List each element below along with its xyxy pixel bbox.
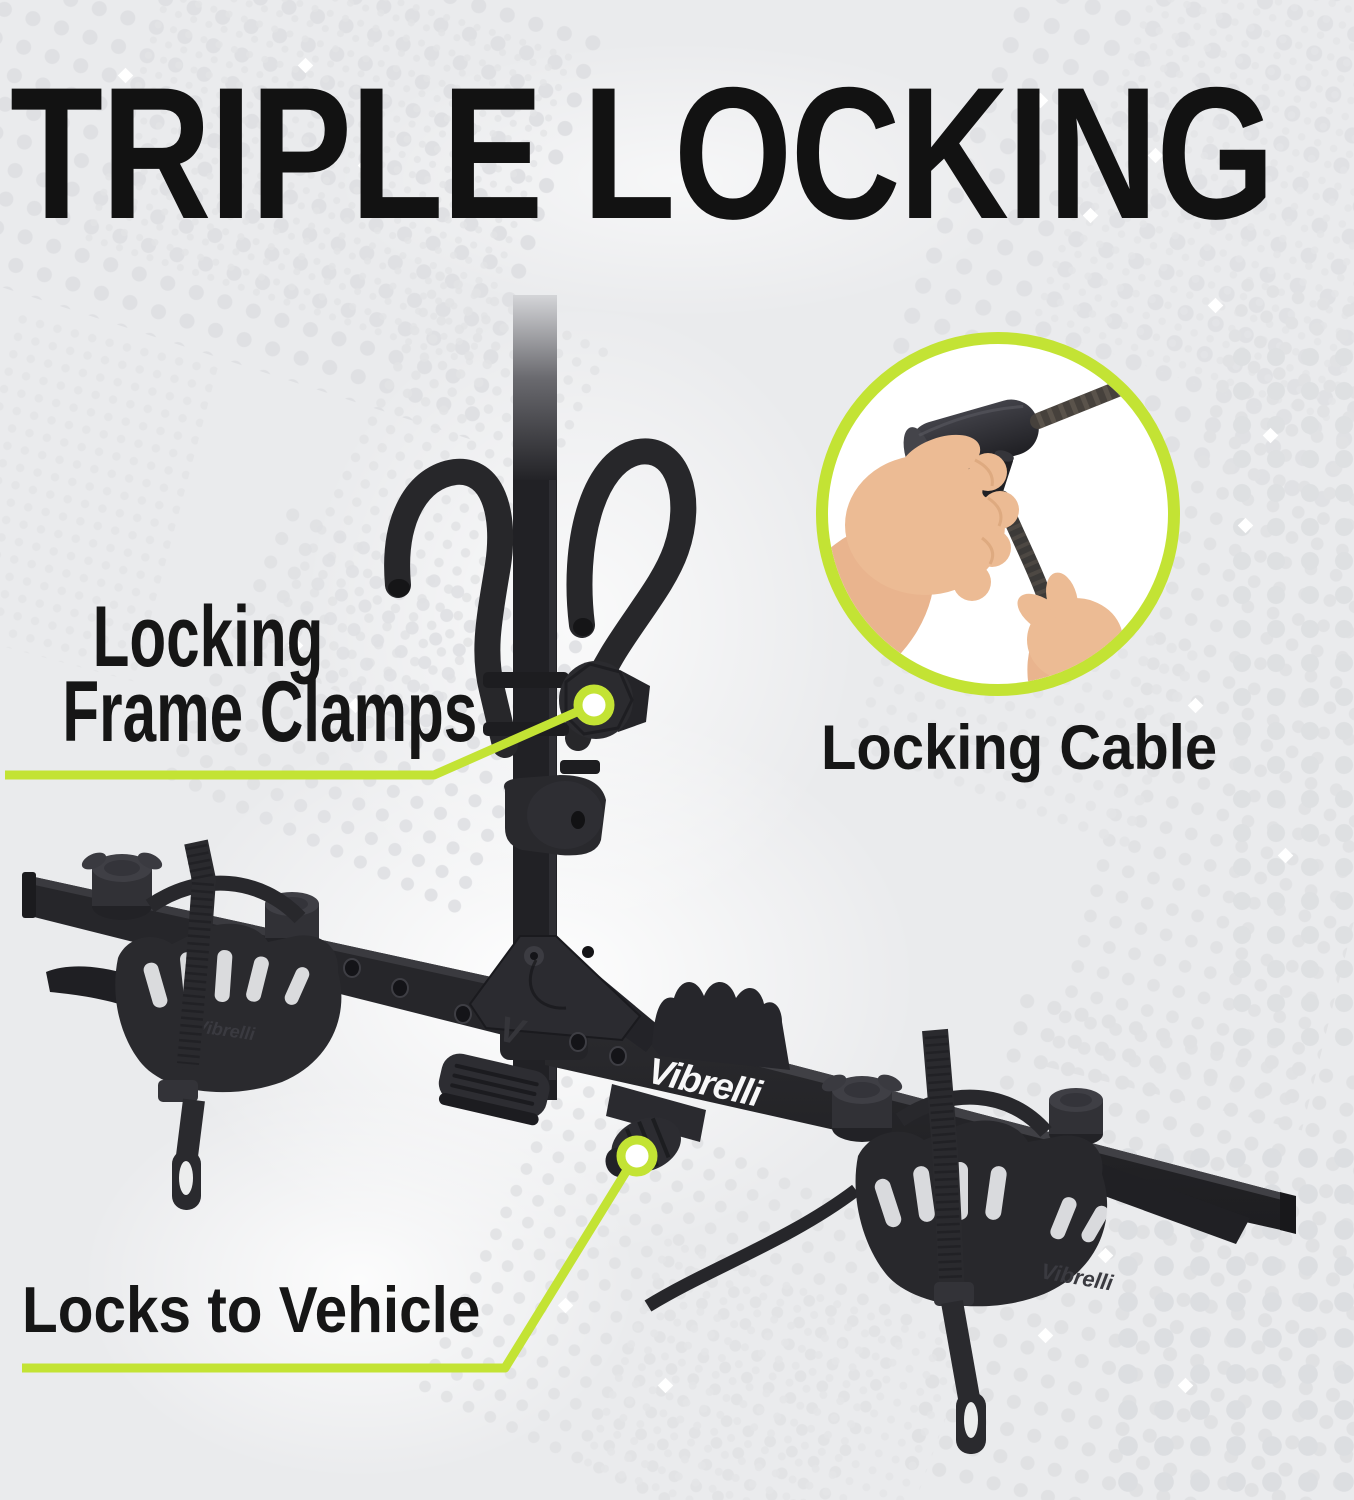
- right-hook-arm: [565, 438, 697, 751]
- hanging-strap: [176, 1098, 205, 1158]
- wheel-cradle-bowl: [115, 923, 342, 1093]
- callout-marker-locks-to-vehicle: [616, 1135, 658, 1177]
- right-thumb: [1017, 593, 1067, 635]
- left-hook-arm: [384, 458, 518, 758]
- left-thumb: [899, 434, 981, 486]
- wheel-strap: [922, 1028, 965, 1293]
- wheel-cradle-crest: [652, 981, 790, 1070]
- callout-line-frame-clamps: [5, 702, 590, 780]
- callout-marker-frame-clamps: [573, 684, 615, 726]
- tray-fin: [1088, 1162, 1250, 1244]
- callout-line-locks-to-vehicle: [22, 1159, 636, 1373]
- strap-buckle: [934, 1282, 974, 1306]
- hanging-strap: [941, 1300, 980, 1400]
- ratchet-knob: [821, 1074, 903, 1142]
- frame-clamp-lower: [504, 760, 606, 856]
- tilt-release-pedal: [438, 1053, 550, 1126]
- wheel-strap: [145, 875, 306, 924]
- label-frame-clamps-line1: Locking: [92, 589, 324, 685]
- left-fist: [845, 455, 1005, 595]
- right-wheel-tray: Vibrelli: [644, 1028, 1250, 1454]
- left-knuckles: [953, 453, 1019, 601]
- right-index-finger: [1046, 572, 1078, 624]
- page-title: TRIPLE LOCKING: [10, 48, 1275, 258]
- callout-locks-to-vehicle: [22, 1135, 658, 1373]
- strap-buckle: [158, 1080, 198, 1102]
- label-locks-to-vehicle: Locks to Vehicle: [22, 1273, 481, 1346]
- left-wheel-tray: Vibrelli: [46, 839, 342, 1210]
- frame-clamp-upper: [483, 661, 650, 739]
- inset-photo-circle: [816, 332, 1180, 696]
- rivets: [343, 958, 627, 1066]
- cradle-slots: [874, 1162, 1109, 1243]
- ratchet-knob: [81, 852, 163, 920]
- callout-frame-clamps: [5, 684, 615, 780]
- label-frame-clamps-line2: Frame Clamps: [62, 664, 478, 760]
- tilt-gusset-plate: [468, 935, 664, 1052]
- label-locking-cable: Locking Cable: [821, 713, 1218, 783]
- wheel-strap: [176, 839, 217, 1070]
- long-strap: [644, 1184, 860, 1312]
- wheel-strap: [895, 1089, 1052, 1138]
